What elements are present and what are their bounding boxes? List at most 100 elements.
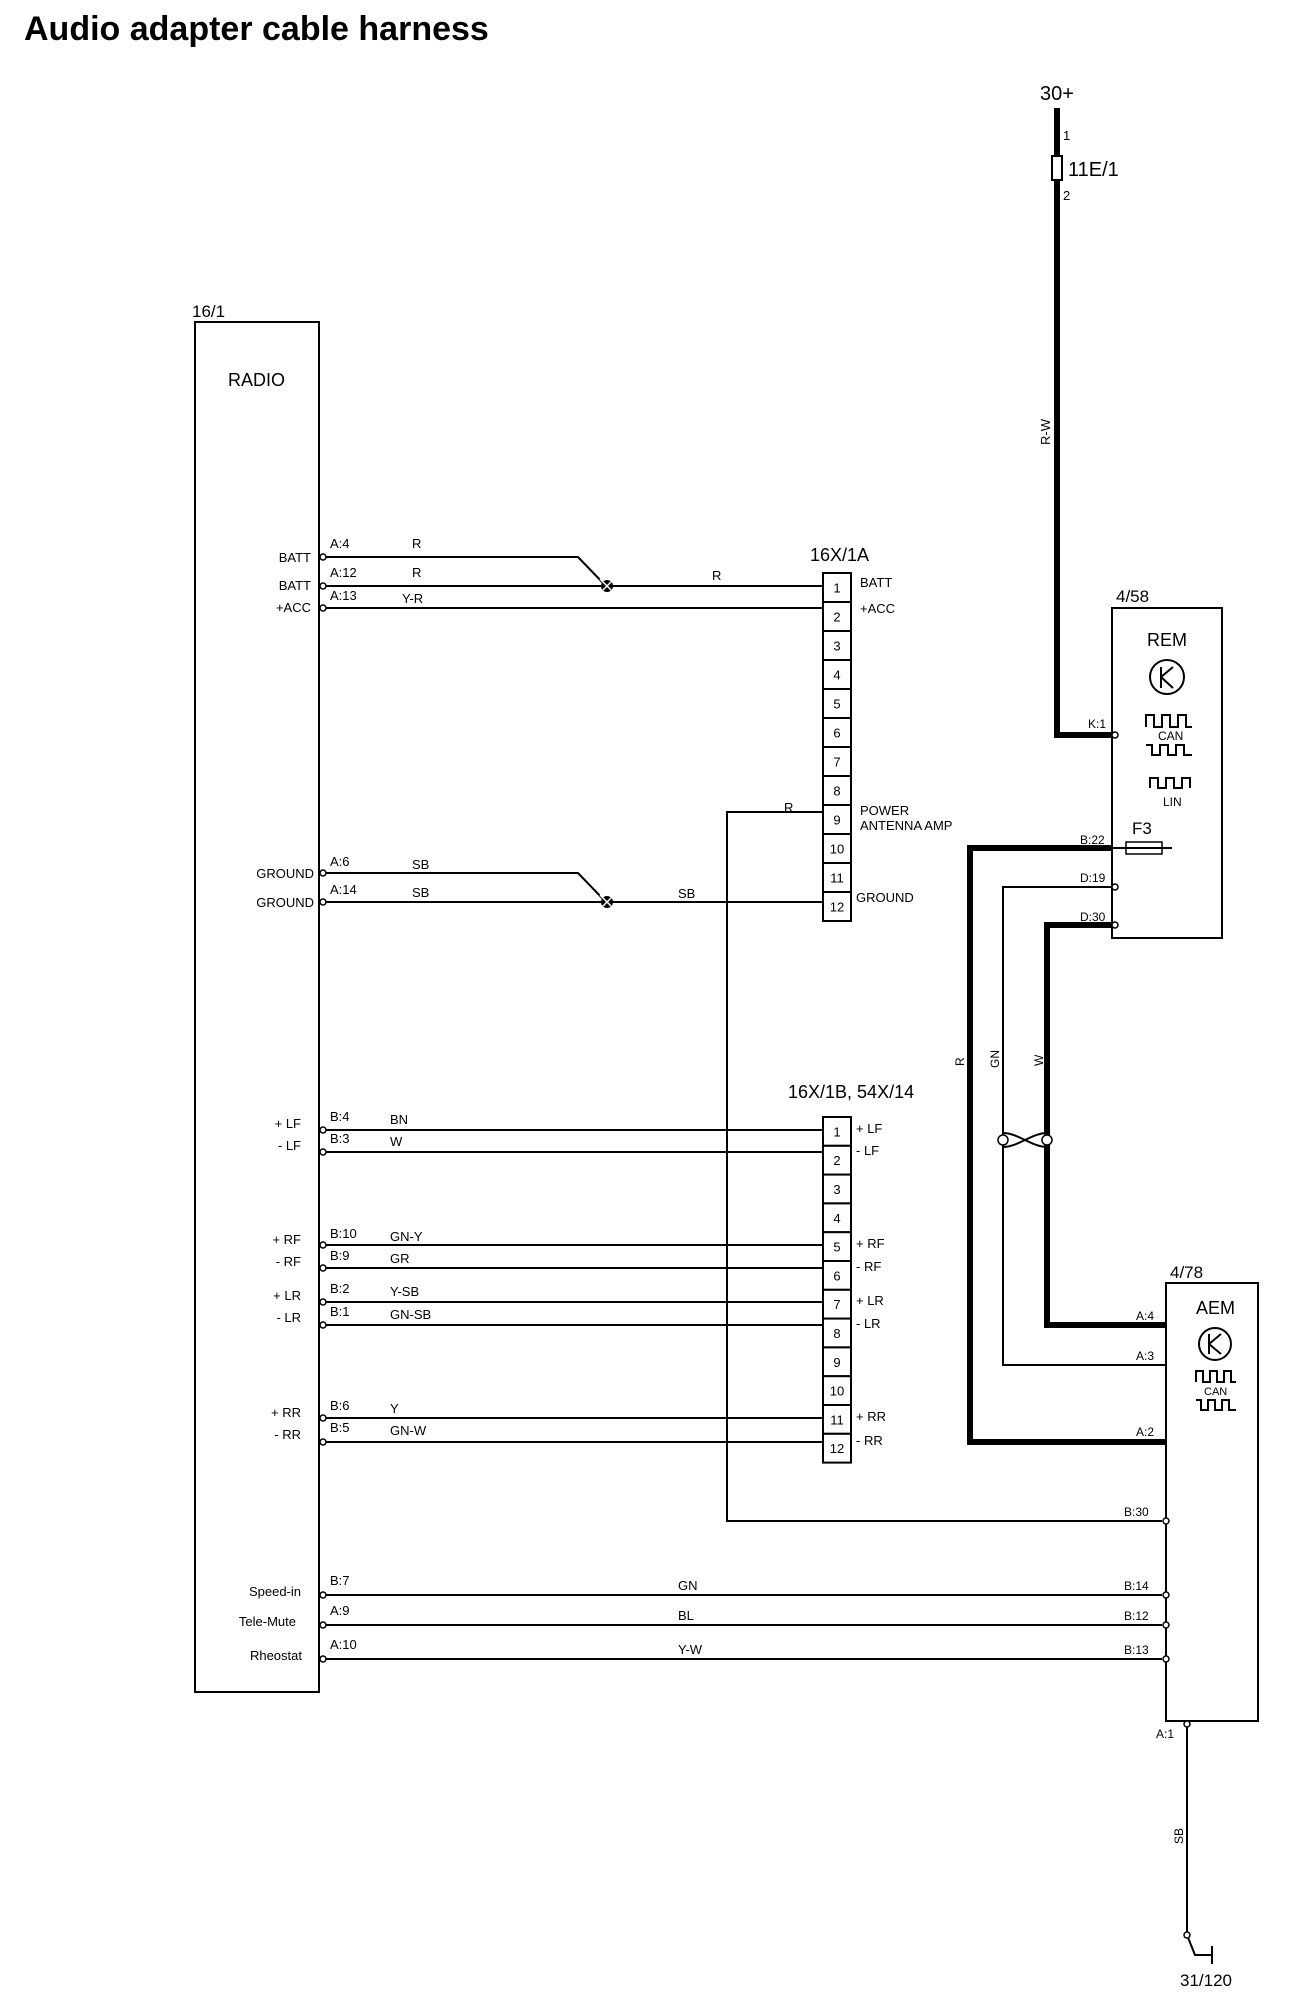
connector-b-labels: + LF - LF + RF - RF + LR - LR + RR - RR [856, 1121, 886, 1448]
speaker-wires [326, 1129, 823, 1443]
connector-b-pin-cell [822, 1202, 852, 1234]
wire-color-b6: Y [390, 1401, 399, 1416]
radio-signal-rheostat: Rheostat [250, 1648, 302, 1663]
aem-box [1165, 1282, 1259, 1722]
connector-b-pin-number: 10 [830, 1384, 844, 1399]
connector-b-label-6: - RF [856, 1259, 881, 1274]
aem-pin-a1: A:1 [1156, 1727, 1174, 1741]
fuse-label: 11E/1 [1068, 159, 1119, 181]
aem-pin-b14: B:14 [1124, 1579, 1149, 1593]
connector-a-label-9b: ANTENNA AMP [860, 818, 952, 833]
fuse-pin-2: 2 [1063, 188, 1070, 203]
wire-antenna-power [726, 811, 1162, 1522]
radio-terminals [319, 553, 327, 1663]
connector-b-pin-number: 9 [833, 1355, 840, 1370]
fuse-pin-1: 1 [1063, 128, 1070, 143]
radio-signal-plus-lr: + LR [273, 1288, 301, 1303]
twisted-pair-symbol [1002, 1132, 1048, 1148]
aem-pin-a3: A:3 [1136, 1349, 1154, 1363]
radio-signal-ground-2: GROUND [256, 895, 314, 910]
ground-link [1186, 1934, 1212, 1956]
radio-pin-b6: B:6 [330, 1398, 350, 1413]
wire-color-a13: Y-R [402, 591, 423, 606]
rem-can-label: CAN [1158, 729, 1183, 743]
aem-transistor-icon [1198, 1327, 1232, 1361]
wire-color-b1: GN-SB [390, 1307, 431, 1322]
connector-b-pin-number: 3 [833, 1182, 840, 1197]
connector-a-pin-cell [822, 775, 852, 806]
aem-pin-b13: B:13 [1124, 1643, 1149, 1657]
ground-label: 31/120 [1180, 1971, 1232, 1990]
radio-signal-plus-lf: + LF [275, 1116, 301, 1131]
radio-signal-minus-lf: - LF [278, 1138, 301, 1153]
wire-ground-a6 [326, 872, 605, 901]
connector-b-pin-cell [822, 1144, 852, 1176]
aem-pin-b12: B:12 [1124, 1609, 1149, 1623]
connector-b-label-2: - LF [856, 1143, 879, 1158]
wire-color-b5: GN-W [390, 1423, 427, 1438]
supply-label: 30+ [1040, 83, 1074, 105]
radio-pin-b2: B:2 [330, 1281, 350, 1296]
connector-b-label-5: + RF [856, 1236, 885, 1251]
wire-color-a9: BL [678, 1608, 694, 1623]
radio-wire-colors: R R Y-R SB SB BN W GN-Y GR Y-SB GN-SB Y … [390, 536, 793, 1657]
connector-a-label-2: +ACC [860, 601, 895, 616]
connector-a-pin-number: 3 [833, 639, 840, 654]
wire-color-w: W [1032, 1054, 1046, 1066]
rem-can-signal-icon [1145, 714, 1192, 789]
connector-a-label-9a: POWER [860, 803, 909, 818]
connector-b-pin-cell [822, 1260, 852, 1291]
radio-pin-b7: B:7 [330, 1573, 350, 1588]
connector-b-pin-number: 8 [833, 1326, 840, 1341]
wire-color-a10: Y-W [678, 1642, 703, 1657]
rem-aem-wire-colors: R GN W [953, 1050, 1046, 1068]
radio-signal-batt-1: BATT [279, 550, 311, 565]
connector-b-pin-number: 5 [833, 1240, 840, 1255]
radio-signal-speed-in: Speed-in [249, 1584, 301, 1599]
wire-color-a4: R [412, 536, 421, 551]
radio-pin-b10: B:10 [330, 1226, 357, 1241]
wire-rem-aem-gn [1002, 886, 1166, 1366]
radio-pin-b5: B:5 [330, 1420, 350, 1435]
connector-a-pin-cell [822, 891, 852, 922]
radio-signal-minus-lr: - LR [276, 1310, 301, 1325]
rem-box [1111, 607, 1223, 939]
connector-b-label-11: + RR [856, 1409, 886, 1424]
splice-batt-color: R [712, 568, 721, 583]
wire-color-a6: SB [412, 857, 429, 872]
wire-rem-aem-w [1044, 922, 1166, 1328]
wire-color-r: R [953, 1057, 967, 1066]
radio-name: RADIO [228, 370, 285, 390]
radio-signal-tele-mute: Tele-Mute [239, 1614, 296, 1629]
radio-signal-plus-rr: + RR [271, 1405, 301, 1420]
connector-b-pin-number: 6 [833, 1268, 840, 1283]
connector-b-ref: 16X/1B, 54X/14 [788, 1082, 914, 1102]
radio-pin-a12: A:12 [330, 565, 357, 580]
radio-signal-minus-rr: - RR [274, 1427, 301, 1442]
radio-pin-a10: A:10 [330, 1637, 357, 1652]
radio-pin-a14: A:14 [330, 882, 357, 897]
radio-pin-numbers: A:4 A:12 A:13 A:6 A:14 B:4 B:3 B:10 B:9 … [330, 536, 357, 1652]
rem-pin-labels: K:1 B:22 D:19 D:30 [1080, 717, 1106, 924]
rem-transistor-icon [1149, 659, 1185, 695]
connector-a-pin-number: 6 [833, 726, 840, 741]
connector-a-pin-number: 9 [833, 813, 840, 828]
wire-batt-a4 [326, 556, 605, 585]
radio-pin-b1: B:1 [330, 1304, 350, 1319]
rem-pin-k1: K:1 [1088, 717, 1106, 731]
rem-ref: 4/58 [1116, 587, 1149, 606]
power-ground-wires [326, 556, 1162, 1522]
connector-a-labels: BATT +ACC POWER ANTENNA AMP GROUND [856, 575, 952, 905]
signal-wires [326, 1594, 1162, 1660]
rem-pin-d30: D:30 [1080, 910, 1106, 924]
aem-pin-b30: B:30 [1124, 1505, 1149, 1519]
connector-b-pin-cell [822, 1317, 852, 1349]
rem-lin-label: LIN [1163, 795, 1182, 809]
wire-color-gn: GN [988, 1050, 1002, 1068]
aem-pin-a4: A:4 [1136, 1309, 1154, 1323]
radio-pin-b4: B:4 [330, 1109, 350, 1124]
connector-a-pin-number: 8 [833, 784, 840, 799]
radio-signal-acc: +ACC [276, 600, 311, 615]
